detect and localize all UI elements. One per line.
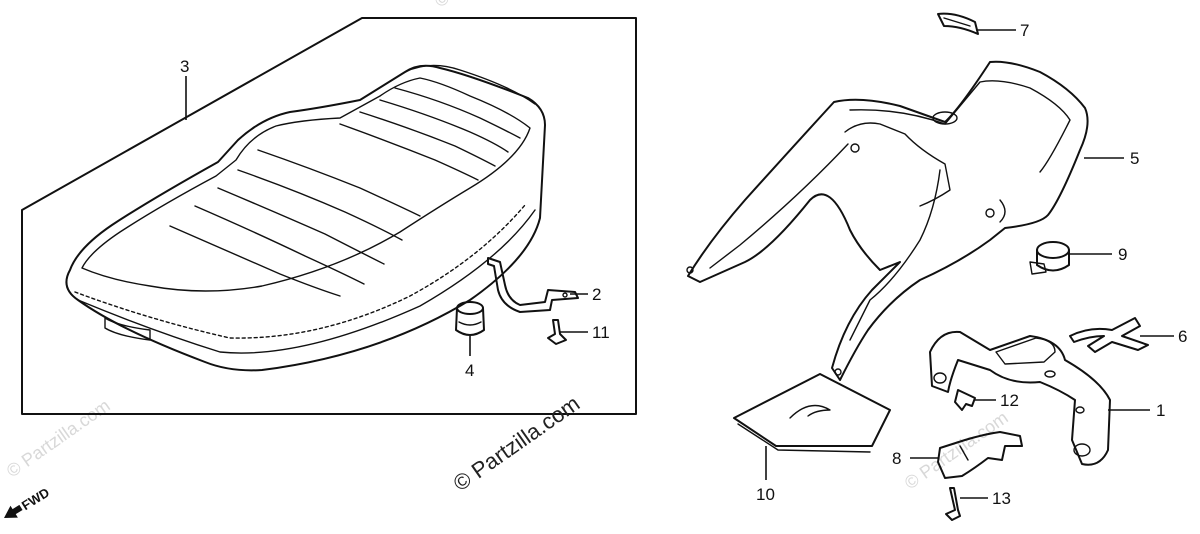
seat-bracket — [487, 257, 579, 313]
callout-10: 10 — [756, 485, 775, 504]
key-lock — [1029, 241, 1070, 275]
callout-9: 9 — [1118, 245, 1127, 264]
callout-3: 3 — [180, 57, 189, 76]
callout-12: 12 — [1000, 391, 1019, 410]
watermark-main: © Partzilla.com — [449, 391, 585, 497]
leader-lines — [185, 29, 1174, 499]
stay-clip — [1069, 317, 1149, 353]
watermark-faint-left: © Partzilla.com — [3, 395, 114, 481]
bolt-13 — [945, 487, 961, 521]
manual-pouch — [733, 373, 891, 453]
callout-4: 4 — [465, 361, 474, 380]
emblem — [937, 12, 979, 35]
callout-5: 5 — [1130, 149, 1139, 168]
grab-bracket — [929, 330, 1111, 466]
hook-bracket — [937, 431, 1023, 479]
seat-assembly — [65, 64, 546, 372]
callout-1: 1 — [1156, 401, 1165, 420]
watermark-faint-right: © Partzilla.com — [901, 407, 1012, 493]
bolt-12 — [954, 389, 976, 411]
rear-cowl — [686, 60, 1089, 381]
callout-11: 11 — [592, 323, 610, 342]
fwd-arrow: FWD — [4, 485, 52, 518]
bolt-11 — [547, 319, 567, 345]
fwd-label: FWD — [19, 485, 52, 513]
callout-13: 13 — [992, 489, 1011, 508]
callout-2: 2 — [592, 285, 601, 304]
seat-enclosure-frame — [21, 17, 637, 415]
callout-7: 7 — [1020, 21, 1029, 40]
callout-8: 8 — [892, 449, 901, 468]
watermark-faint-top: © Partzilla.com — [431, 0, 542, 11]
callout-6: 6 — [1178, 327, 1187, 346]
rubber-cushion — [455, 301, 485, 336]
